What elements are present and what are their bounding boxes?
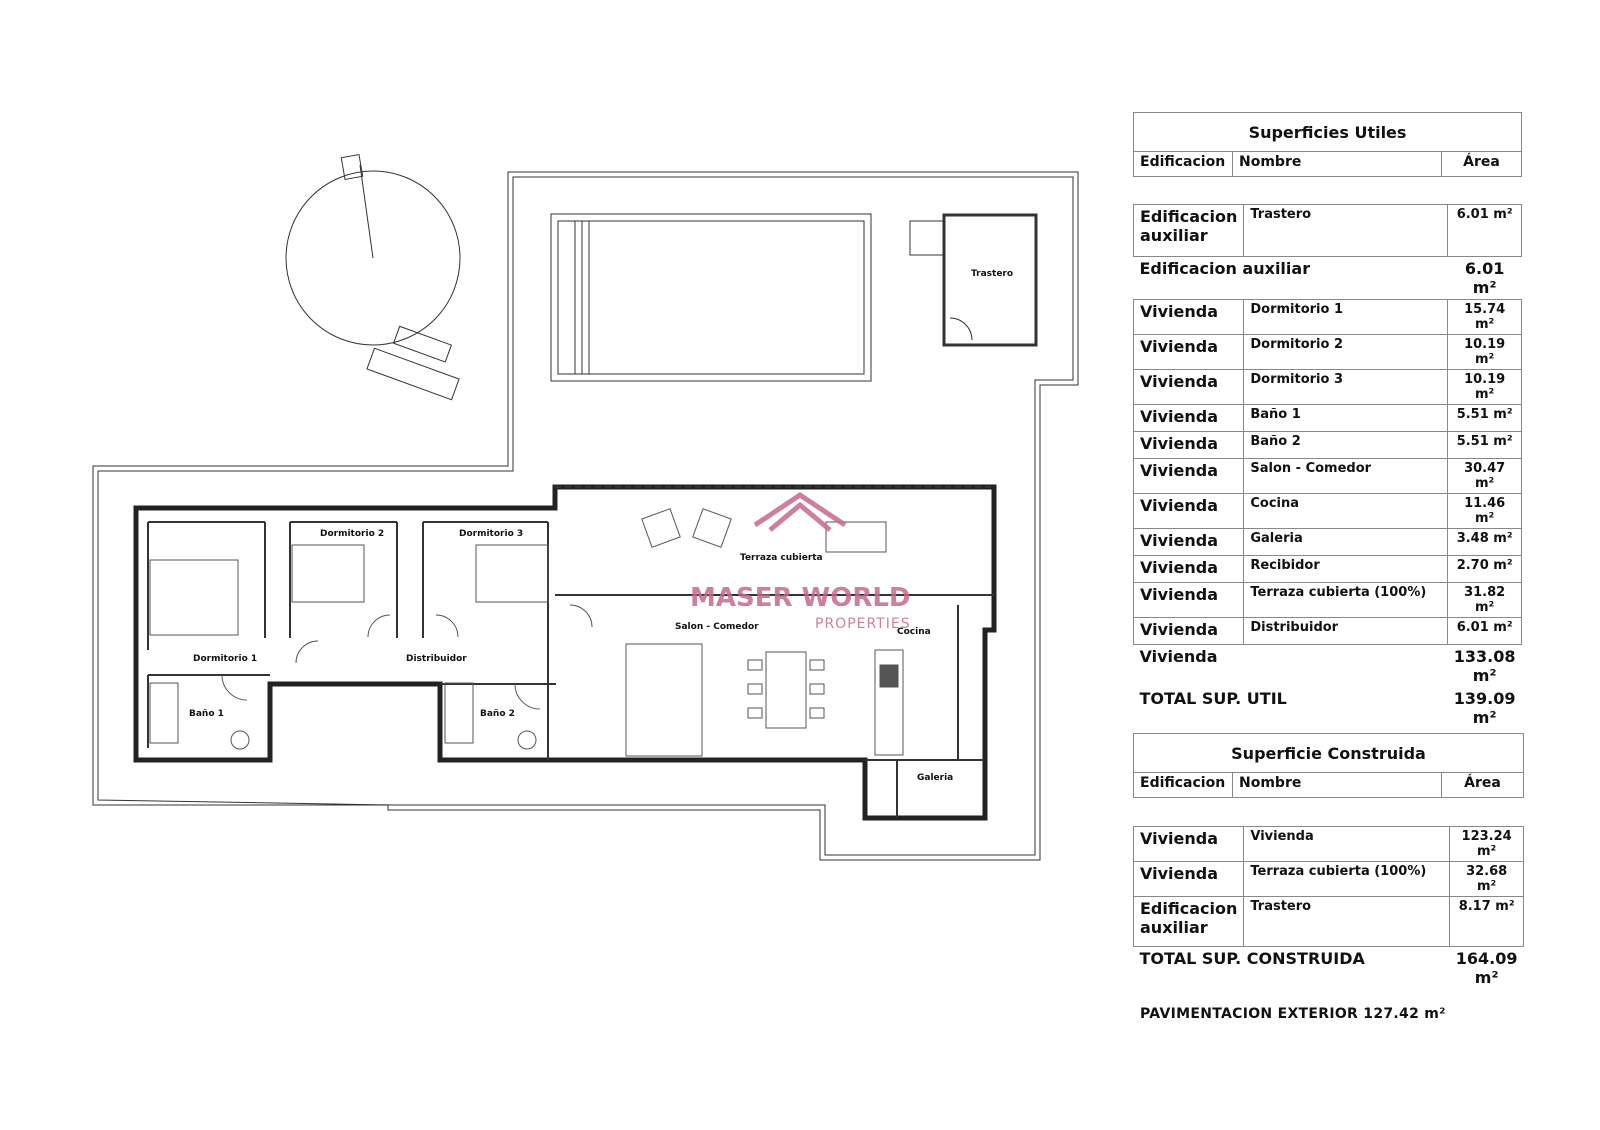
utiles-header-nombre: Nombre [1232,151,1442,177]
construida-total-label: TOTAL SUP. CONSTRUIDA [1139,949,1365,968]
construida-header-edificacion: Edificacion [1133,772,1233,798]
room-label-distribuidor: Distribuidor [406,654,467,664]
utiles-aux-edificacion: Edificacion auxiliar [1132,204,1245,257]
utiles-aux-total-label: Edificacion auxiliar [1139,259,1311,278]
superficies-utiles-table: Edificacion auxiliar Trastero 6.01 m² Ed… [1132,204,1522,729]
utiles-vivienda-total: Vivienda 133.08 m² [1134,645,1522,688]
utiles-aux-row: Edificacion auxiliar Trastero 6.01 m² [1132,204,1522,257]
swimming-pool [550,213,872,382]
room-label-dormitorio-1: Dormitorio 1 [193,654,257,664]
watermark: MASER WORLD PROPERTIES [690,491,911,632]
utiles-header-edificacion: Edificacion [1133,151,1233,177]
superficies-utiles-header: Superficies Utiles Edificacion Nombre Ár… [1133,112,1522,177]
utiles-aux-total: Edificacion auxiliar 6.01 m² [1134,257,1522,300]
sofa [625,643,703,757]
kitchen-island [874,649,904,756]
superficie-construida-header: Superficie Construida Edificacion Nombre… [1133,733,1524,798]
utiles-header-area: Área [1441,151,1522,177]
construida-total: TOTAL SUP. CONSTRUIDA 164.09 m² [1134,947,1524,990]
utiles-title: Superficies Utiles [1133,112,1522,152]
watermark-sub: PROPERTIES [815,616,911,632]
bed-dormitorio-1 [149,559,239,636]
watermark-name: MASER WORLD [690,583,911,613]
plot-outline [92,171,1079,861]
room-label-salon: Salon - Comedor [675,622,759,632]
construida-header-nombre: Nombre [1232,772,1442,798]
room-label-terraza: Terraza cubierta [740,553,823,563]
room-label-trastero: Trastero [971,269,1013,279]
construida-title: Superficie Construida [1133,733,1524,773]
room-label-bano-2: Baño 2 [480,709,515,719]
utiles-aux-total-area: 6.01 m² [1464,259,1505,297]
utiles-aux-nombre: Trastero [1243,204,1449,257]
room-label-dormitorio-2: Dormitorio 2 [320,529,384,539]
utiles-total-area: 139.09 m² [1453,689,1516,727]
room-label-dormitorio-3: Dormitorio 3 [459,529,523,539]
utiles-vivienda-total-label: Vivienda [1139,647,1218,666]
utiles-aux-area: 6.01 m² [1447,204,1522,257]
utiles-vivienda-total-area: 133.08 m² [1453,647,1516,685]
plot-outline-inner [97,176,1074,856]
room-label-galeria: Galeria [917,773,953,783]
trastero-outline [942,213,1038,347]
dining-table [765,651,807,729]
floor-plan: MASER WORLD PROPERTIES Trastero Dormitor… [92,154,1079,861]
construida-total-area: 164.09 m² [1455,949,1518,987]
pavimentacion-exterior: PAVIMENTACION EXTERIOR 127.42 m² [1140,1006,1446,1022]
room-label-bano-1: Baño 1 [189,709,224,719]
utiles-total-label: TOTAL SUP. UTIL [1139,689,1287,708]
utiles-total: TOTAL SUP. UTIL 139.09 m² [1134,687,1522,729]
construida-header-area: Área [1441,772,1524,798]
round-garden [285,170,461,346]
room-label-cocina: Cocina [897,627,931,637]
